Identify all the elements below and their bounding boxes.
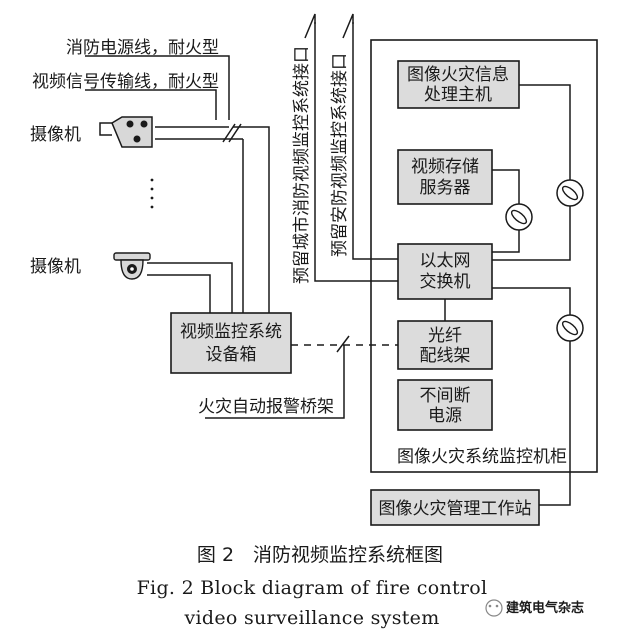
camera-bottom-cable-upper [147, 262, 233, 313]
camera-bottom-label: 摄像机 [30, 257, 81, 277]
storage-link-line-lower [492, 230, 520, 253]
camera-bottom-cable-lower [147, 274, 211, 313]
box-camera-icon [99, 116, 153, 148]
ethernet-switch-label: 以太网 [420, 251, 471, 271]
video-storage-server-label-2: 服务器 [420, 178, 471, 198]
caption-cn: 图 2 消防视频监控系统框图 [197, 544, 443, 566]
video-storage-server-box [397, 149, 493, 205]
ups-box [397, 379, 493, 431]
watermark-text: 建筑电气杂志 [506, 600, 584, 616]
host-link-line [519, 84, 571, 180]
video-storage-server-label: 视频存储 [411, 157, 479, 177]
fiber-slash-mark [336, 335, 350, 353]
camera-top-cable-upper-run [233, 126, 270, 313]
ups-label: 不间断 [420, 386, 471, 406]
dome-camera-icon [113, 252, 151, 280]
reserved-security-arrow-icon [342, 13, 354, 39]
workstation-link-line-lower [539, 341, 571, 506]
connector-icon [505, 203, 533, 231]
reserved-city-interface-line [314, 22, 398, 282]
image-fire-host-label: 图像火灾信息 [407, 65, 509, 85]
video-equipment-box-label-2: 设备箱 [206, 345, 257, 365]
cabinet-label: 图像火灾系统监控机柜 [397, 447, 567, 467]
host-link-line-lower [492, 206, 571, 261]
ups-label-2: 电源 [428, 406, 462, 426]
bridge-label: 火灾自动报警桥架 [198, 397, 334, 417]
caption-en-line1: Fig. 2 Block diagram of fire control [137, 577, 488, 599]
video-equipment-box-label: 视频监控系统 [180, 322, 282, 342]
fiber-distribution-frame-label: 光纤 [428, 326, 462, 346]
wechat-watermark: 建筑电气杂志 [485, 599, 584, 617]
reserved-city-interface-label: 预留城市消防视频监控系统接口 [292, 46, 312, 284]
management-workstation-label: 图像火灾管理工作站 [379, 499, 532, 519]
power-cable-line [85, 55, 230, 120]
connector-icon [556, 179, 584, 207]
reserved-security-interface-line [352, 22, 398, 260]
workstation-link-line [492, 287, 571, 315]
reserved-security-interface-label: 预留安防视频监控系统接口 [330, 53, 350, 257]
video-cable-line [85, 89, 217, 120]
cabinet-frame [370, 39, 598, 473]
fiber-distribution-frame-label-2: 配线架 [420, 346, 471, 366]
more-cameras-ellipsis [150, 178, 154, 209]
ethernet-switch-box [397, 243, 493, 300]
image-fire-host-box [397, 60, 520, 109]
cable-slash-mark [228, 123, 242, 143]
power-cable-label: 消防电源线，耐火型 [66, 38, 219, 58]
ethernet-switch-label-2: 交换机 [420, 272, 471, 292]
connector-icon [556, 314, 584, 342]
video-equipment-box [170, 312, 292, 374]
management-workstation-box [370, 489, 540, 526]
image-fire-host-label-2: 处理主机 [424, 85, 492, 105]
caption-en-line2: video surveillance system [183, 607, 439, 629]
bridge-leader-line [205, 345, 345, 419]
reserved-city-arrow-icon [304, 13, 316, 39]
cable-slash-mark [222, 123, 236, 143]
video-cable-label: 视频信号传输线，耐火型 [32, 72, 219, 92]
camera-top-label: 摄像机 [30, 125, 81, 145]
storage-link-line [492, 169, 520, 205]
